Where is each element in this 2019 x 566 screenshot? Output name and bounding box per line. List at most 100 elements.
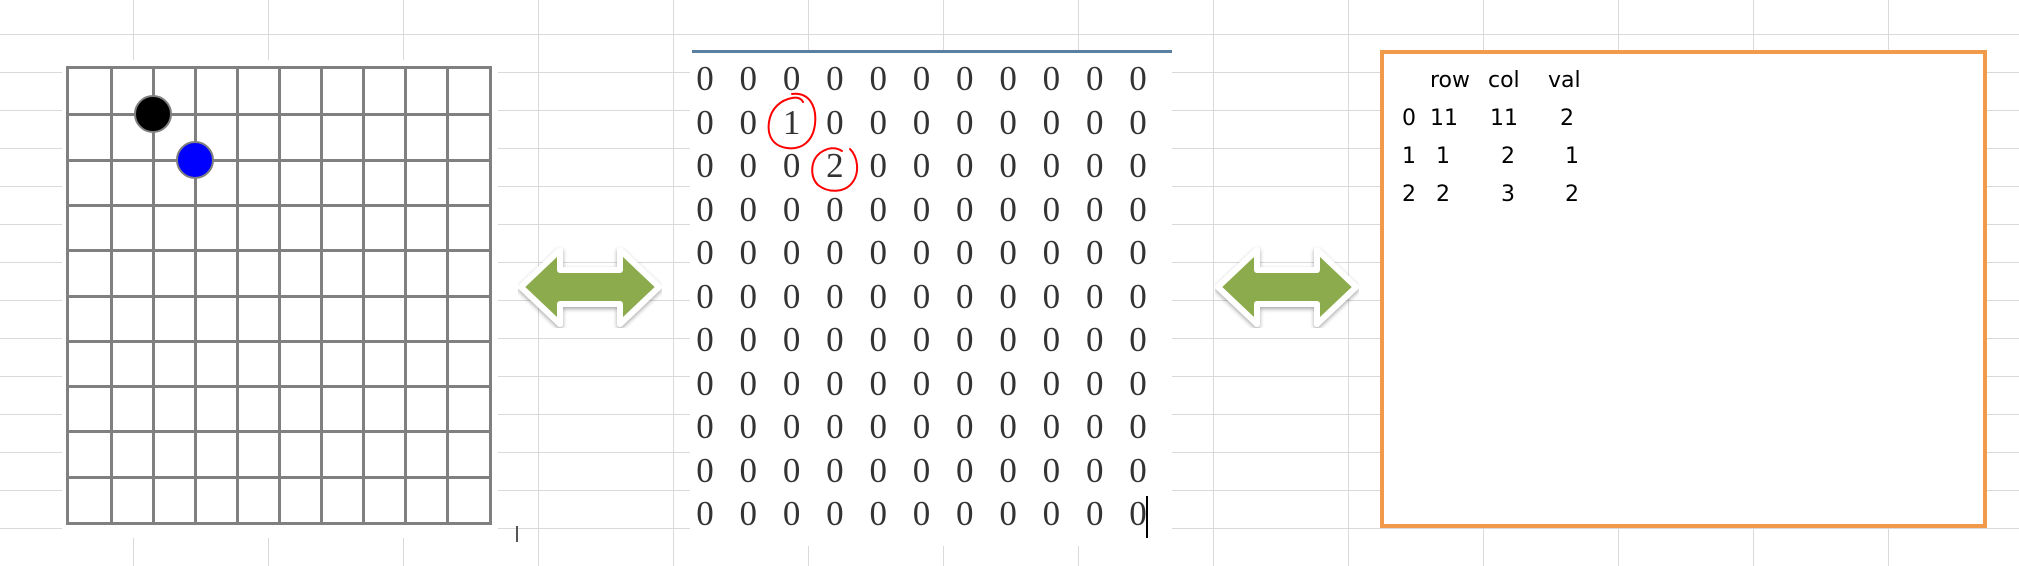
grid-line-horizontal — [69, 159, 489, 162]
matrix-cell: 0 — [739, 146, 758, 185]
matrix-cell: 0 — [739, 363, 758, 403]
header-val: val — [1548, 68, 1581, 93]
matrix-cell: 0 — [696, 146, 714, 185]
matrix-cell: 0 — [1085, 189, 1104, 229]
matrix-cell: 0 — [826, 276, 844, 316]
table-cell-col: 11 — [1490, 106, 1518, 131]
matrix-cell: 0 — [1042, 59, 1061, 98]
matrix-cell: 0 — [912, 59, 931, 98]
table-cell-col: 3 — [1501, 182, 1515, 207]
grid-line-horizontal — [69, 340, 489, 343]
matrix-cell: 0 — [1042, 320, 1061, 359]
matrix-cell: 0 — [739, 189, 758, 229]
matrix-cell: 0 — [869, 276, 887, 316]
matrix-cell: 0 — [1085, 59, 1104, 98]
matrix-cell: 0 — [1129, 59, 1147, 98]
grid-line-horizontal — [69, 249, 489, 252]
matrix-cell: 0 — [912, 233, 931, 272]
matrix-cell: 0 — [912, 189, 931, 229]
matrix-cell: 0 — [782, 494, 801, 533]
matrix-cell: 0 — [782, 363, 801, 403]
matrix-cell: 0 — [696, 320, 714, 359]
matrix-cell: 0 — [869, 102, 887, 142]
matrix-cell: 0 — [739, 407, 758, 446]
matrix-cell: 0 — [869, 233, 887, 272]
matrix-cell: 0 — [782, 276, 801, 316]
table-cell-row: 11 — [1430, 106, 1458, 131]
matrix-cell: 0 — [1129, 407, 1147, 446]
matrix-cell: 0 — [1042, 450, 1061, 490]
matrix-cell: 0 — [999, 363, 1017, 403]
double-arrow-icon — [1215, 247, 1359, 327]
matrix-cell: 0 — [1042, 146, 1061, 185]
matrix-cell: 0 — [826, 189, 844, 229]
matrix-cell: 0 — [1085, 146, 1104, 185]
matrix-cell: 0 — [782, 146, 801, 185]
matrix-cell: 0 — [782, 189, 801, 229]
grid-line-horizontal — [69, 113, 489, 116]
table-cell-row: 1 — [1436, 144, 1450, 169]
cell-marker — [516, 526, 518, 542]
matrix-cell: 0 — [999, 102, 1017, 142]
matrix-cell: 0 — [999, 320, 1017, 359]
matrix-cell: 0 — [826, 320, 844, 359]
grid-line-horizontal — [69, 385, 489, 388]
matrix-cell: 0 — [912, 407, 931, 446]
grid-line-horizontal — [69, 430, 489, 433]
table-cell-val: 1 — [1565, 144, 1579, 169]
matrix-cell: 0 — [956, 276, 974, 316]
black-stone[interactable] — [134, 95, 172, 134]
header-col: col — [1488, 68, 1520, 93]
matrix-cell: 0 — [1129, 494, 1147, 533]
table-index: 2 — [1402, 182, 1416, 207]
table-cell-row: 2 — [1436, 182, 1450, 207]
matrix-cell: 0 — [1129, 363, 1147, 403]
double-arrow-icon — [518, 247, 662, 327]
matrix-cell: 0 — [1129, 233, 1147, 272]
matrix-cell: 0 — [826, 102, 844, 142]
matrix-cell: 0 — [869, 146, 887, 185]
matrix-cell: 0 — [999, 494, 1017, 533]
matrix-cell: 0 — [782, 320, 801, 359]
matrix-cell: 0 — [826, 363, 844, 403]
matrix-cell: 0 — [1129, 102, 1147, 142]
matrix-cell: 0 — [739, 320, 758, 359]
blue-stone[interactable] — [176, 140, 214, 179]
matrix-cell: 0 — [956, 146, 974, 185]
matrix-cell: 0 — [869, 407, 887, 446]
matrix-cell: 0 — [912, 276, 931, 316]
matrix-cell: 0 — [696, 450, 714, 490]
matrix-cell: 0 — [869, 494, 887, 533]
matrix-cell: 0 — [999, 189, 1017, 229]
matrix-cell: 0 — [1042, 494, 1061, 533]
matrix-cell: 0 — [696, 59, 714, 98]
matrix-cell: 0 — [739, 494, 758, 533]
matrix-cell: 0 — [956, 59, 974, 98]
matrix-cell: 0 — [999, 407, 1017, 446]
matrix-cell: 0 — [999, 59, 1017, 98]
matrix-cell: 0 — [956, 407, 974, 446]
matrix-cell: 0 — [696, 102, 714, 142]
matrix-cell: 0 — [869, 189, 887, 229]
matrix-cell: 0 — [1085, 233, 1104, 272]
matrix-cell: 0 — [1085, 363, 1104, 403]
matrix-cell: 0 — [999, 450, 1017, 490]
matrix-cell: 0 — [739, 59, 758, 98]
matrix-cell: 0 — [1129, 189, 1147, 229]
matrix-cell: 2 — [826, 146, 844, 185]
matrix-cell: 0 — [956, 450, 974, 490]
matrix-cell: 0 — [956, 102, 974, 142]
table-cell-val: 2 — [1565, 182, 1579, 207]
matrix-cell: 0 — [912, 102, 931, 142]
matrix-cell: 0 — [869, 363, 887, 403]
matrix-cell: 0 — [1085, 450, 1104, 490]
matrix-cell: 0 — [696, 233, 714, 272]
table-cell-val: 2 — [1560, 106, 1574, 131]
text-cursor — [1146, 496, 1148, 538]
matrix-cell: 0 — [739, 233, 758, 272]
matrix-cell: 0 — [826, 494, 844, 533]
table-index: 1 — [1402, 144, 1416, 169]
matrix-cell: 0 — [869, 320, 887, 359]
matrix-cell: 0 — [1129, 276, 1147, 316]
matrix-cell: 0 — [782, 233, 801, 272]
